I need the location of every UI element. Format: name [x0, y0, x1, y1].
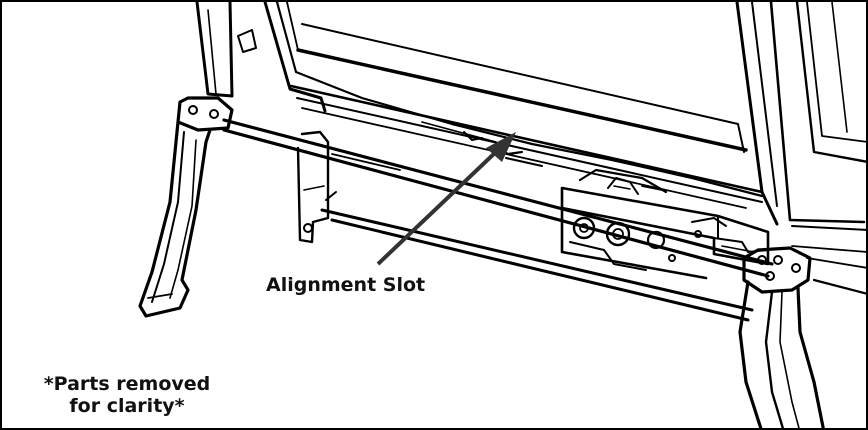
- note-line-1: *Parts removed: [43, 373, 211, 395]
- right-leg: [738, 246, 825, 428]
- left-bracket: [296, 130, 330, 244]
- note-line-2: for clarity*: [69, 394, 185, 417]
- note-parts-removed: *Parts removed for clarity*: [22, 373, 232, 418]
- alignment-arrow: [376, 132, 516, 266]
- alignment-slot-label: Alignment Slot: [264, 274, 428, 297]
- valve-assembly: [560, 168, 770, 280]
- left-leg: [138, 96, 234, 318]
- right-side-panel: [735, 2, 866, 295]
- firebox-frame: [195, 2, 764, 209]
- front-rails: [222, 118, 774, 322]
